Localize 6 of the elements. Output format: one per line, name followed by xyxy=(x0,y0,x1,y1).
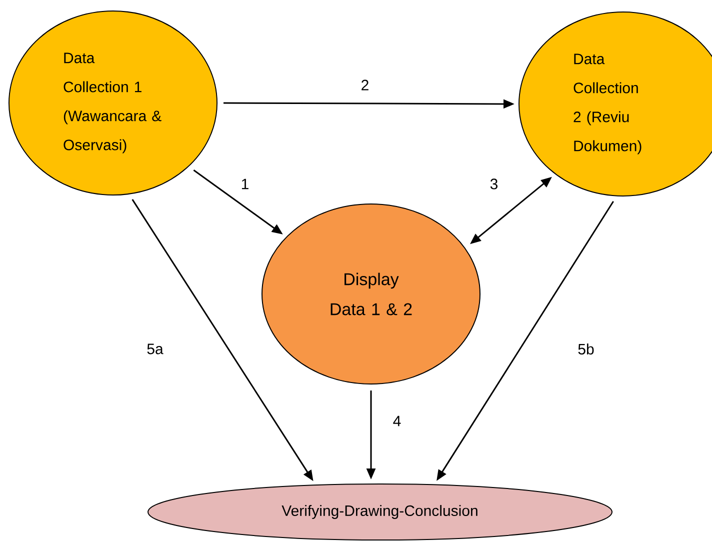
edge-label: 4 xyxy=(392,414,402,428)
edge-label: 5a xyxy=(146,342,164,356)
edge-label: 5b xyxy=(576,342,596,356)
edge-label: 3 xyxy=(488,178,500,190)
edge-label: 1 xyxy=(240,178,250,190)
edge-label: 2 xyxy=(360,78,370,92)
